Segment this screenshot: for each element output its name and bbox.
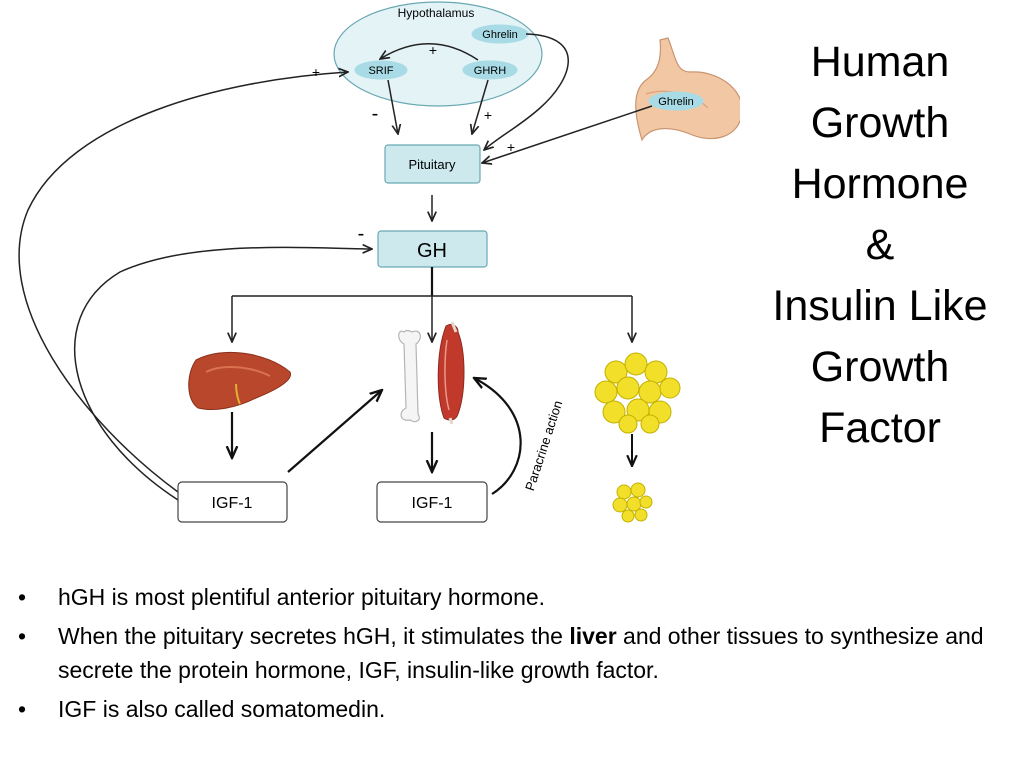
paracrine-arrow [474,378,522,495]
igf-feedback-to-gh-arrow [74,247,372,501]
ghrh-to-pituitary-arrow [472,79,489,134]
bullet-item: • IGF is also called somatomedin. [18,692,1008,726]
growth-hormone-diagram: Hypothalamus Ghrelin SRIF GHRH + - + Pit… [18,1,740,523]
igf-left-label: IGF-1 [212,495,253,512]
pituitary-label: Pituitary [409,157,456,172]
bullet-text: When the pituitary secretes hGH, it stim… [58,619,1008,687]
bullet-marker: • [18,623,27,649]
igf-mid-box [376,481,488,523]
ghrelin-brain-label: Ghrelin [482,29,517,41]
bullet-text-part: When the pituitary secretes hGH, it stim… [58,623,570,649]
sign-plus-srif-ghrh: + [429,42,437,58]
bullet-bold-word: liver [569,623,617,649]
srif-to-pituitary-arrow [387,79,398,134]
bullet-item: • hGH is most plentiful anterior pituita… [18,580,1008,614]
igf-to-bone-arrow [287,390,382,473]
sign-minus-srif: - [372,103,379,125]
bone-muscle-icon [398,321,465,425]
bullet-marker: • [18,584,27,610]
igf-feedback-to-hypothalamus-arrow [18,72,348,493]
srif-node [354,60,408,80]
pituitary-box [384,144,481,184]
title-line: Factor [819,404,941,452]
gh-label: GH [417,240,447,262]
page-title: Human Growth Hormone & Insulin Like Grow… [745,32,1015,459]
fat-cells-icon [594,352,681,434]
title-line: Insulin Like [772,282,988,330]
sign-plus-stomach: + [507,139,515,155]
igf-mid-label: IGF-1 [412,495,453,512]
small-fat-cells-icon [612,482,653,523]
paracrine-label: Paracrine action [522,399,565,493]
bullet-text-part: and other tissues to synthesize and secr… [58,623,984,683]
ghrh-to-srif-arrow [380,43,479,61]
stomach-icon [635,37,740,142]
bullet-item: • When the pituitary secretes hGH, it st… [18,619,1008,687]
bullet-text: hGH is most plentiful anterior pituitary… [58,584,546,610]
ghrelin-stomach-label: Ghrelin [658,96,693,108]
liver-icon [188,351,292,411]
bullet-text: IGF is also called somatomedin. [58,696,386,722]
ghrh-label: GHRH [474,65,506,77]
ghrh-node [462,60,518,80]
stomach-to-pituitary-arrow [482,105,653,163]
title-line: & [865,221,895,269]
sign-minus-gh: - [358,223,365,245]
title-line: Growth [810,343,950,391]
title-line: Hormone [791,160,969,208]
bullet-marker: • [18,696,27,722]
bullet-list: • hGH is most plentiful anterior pituita… [18,580,1008,731]
title-line: Human [810,38,950,86]
ghrelin-stomach-node [648,91,704,111]
sign-plus-feedback: + [312,64,320,80]
title-line: Growth [810,99,950,147]
sign-plus-ghrh: + [484,107,492,123]
igf-left-box [177,481,288,523]
hypothalamus-label: Hypothalamus [398,6,475,20]
srif-label: SRIF [368,65,393,77]
ghrelin-to-pituitary-arrow [484,33,569,150]
